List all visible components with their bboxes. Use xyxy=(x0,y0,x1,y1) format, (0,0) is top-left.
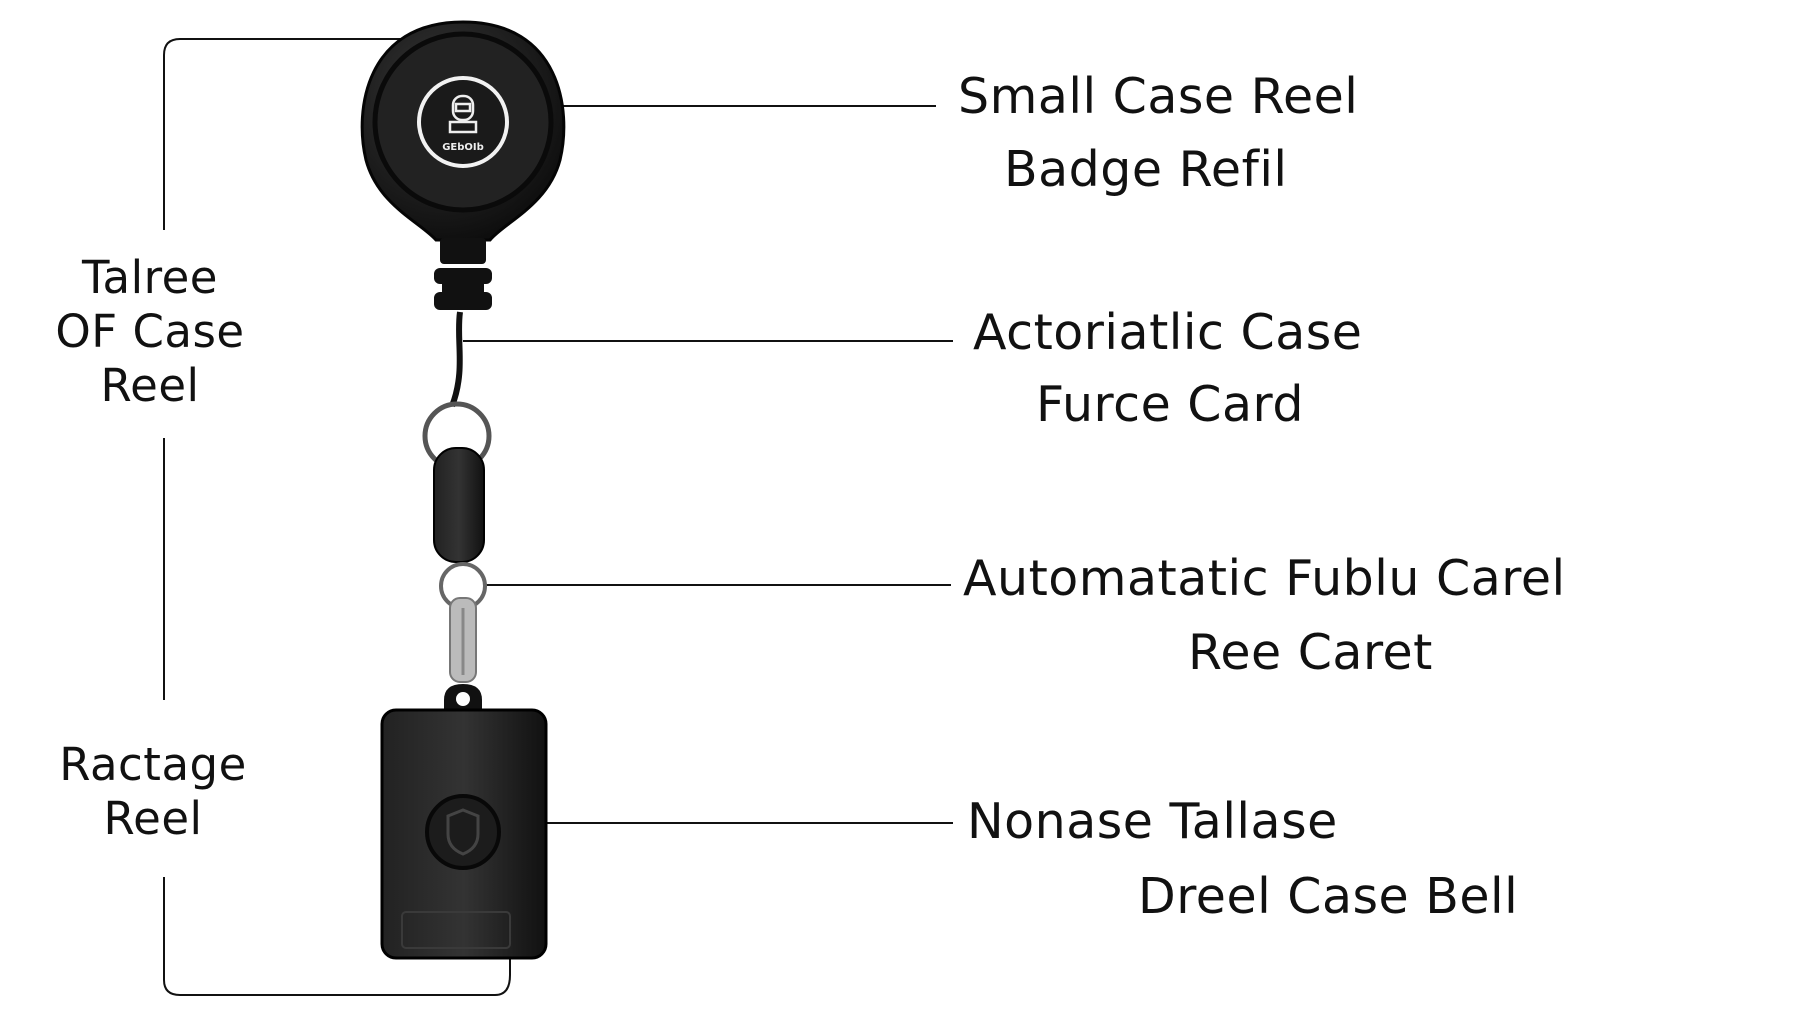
left-label-bottom: Ractage Reel xyxy=(3,738,303,846)
label-line: Talree xyxy=(81,251,218,304)
reel-logo-icon xyxy=(448,94,478,134)
badge-emblem xyxy=(425,794,501,870)
badge-holder xyxy=(380,684,548,960)
left-bracket xyxy=(163,38,511,996)
label-line: Reel xyxy=(103,792,203,845)
reel-neck xyxy=(434,238,492,310)
reel-body: GEbOIb xyxy=(360,20,566,242)
callout-4-line-1: Nonase Tallase xyxy=(967,793,1338,850)
callout-4-line-2: Dreel Case Bell xyxy=(1138,868,1519,925)
callout-3-line-2: Ree Caret xyxy=(1188,624,1433,681)
label-line: OF Case xyxy=(55,305,245,358)
callout-2-line-2: Furce Card xyxy=(1036,376,1304,433)
callout-2-line-1: Actoriatlic Case xyxy=(973,304,1363,361)
label-line: Ractage xyxy=(59,738,247,791)
callout-1-line-1: Small Case Reel xyxy=(958,68,1359,125)
left-label-top: Talree OF Case Reel xyxy=(0,251,300,413)
swivel-hook xyxy=(449,597,477,683)
retractable-cord xyxy=(449,311,463,408)
shield-icon xyxy=(446,808,480,856)
label-line: Reel xyxy=(100,359,200,412)
clip-connector xyxy=(433,447,485,563)
callout-1-line-2: Badge Refil xyxy=(1004,141,1288,198)
callout-3-line-1: Automatatic Fublu Carel xyxy=(963,550,1566,607)
reel-logo-text: GEbOIb xyxy=(442,142,484,153)
